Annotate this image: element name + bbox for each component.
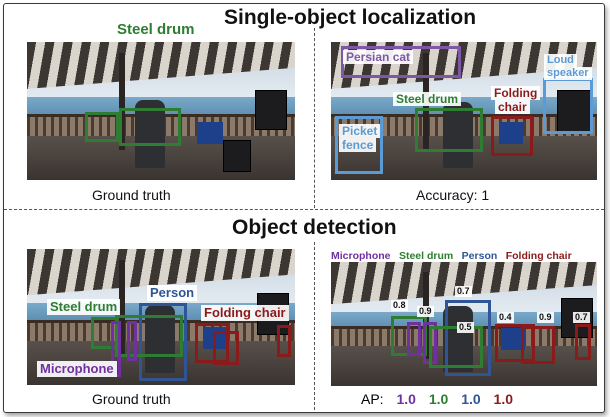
caption-ground-truth-top: Ground truth xyxy=(92,187,171,203)
bbox-pred-folding-chair-c xyxy=(575,324,591,360)
bbox-pred-persian-cat xyxy=(341,46,461,78)
bbox-gt-microphone-b xyxy=(127,321,137,361)
bbox-gt-folding-chair-a xyxy=(195,323,229,363)
label-gt-person: Person xyxy=(147,285,198,301)
caption-ground-truth-bottom: Ground truth xyxy=(92,391,171,407)
bbox-pred-steel-drum-b xyxy=(429,326,483,368)
label-loud-speaker-line2: speaker xyxy=(544,67,592,81)
divider-vertical-bottom xyxy=(314,242,315,410)
label-folding-chair-line2: chair xyxy=(495,100,530,115)
label-loud-speaker-line1: Loud xyxy=(544,54,577,68)
label-gt-folding-chair: Folding chair xyxy=(201,305,289,321)
legend-steel-drum: Steel drum xyxy=(398,250,454,262)
bbox-gt-steel-drum-b xyxy=(115,315,183,357)
bbox-gt-steel-drum-b xyxy=(119,108,181,146)
legend-person: Person xyxy=(461,250,498,262)
bbox-pred-folding-chair-a xyxy=(495,324,535,362)
ap-microphone: 1.0 xyxy=(396,391,416,407)
label-gt-steel-drum: Steel drum xyxy=(47,299,121,315)
legend-folding-chair: Folding chair xyxy=(505,250,572,262)
divider-vertical-top xyxy=(314,28,315,208)
caption-accuracy: Accuracy: 1 xyxy=(416,187,490,203)
bbox-gt-person xyxy=(139,303,187,381)
title-object-detection: Object detection xyxy=(232,216,397,239)
gt-steel-drum-heading: Steel drum xyxy=(117,21,195,38)
ap-person: 1.0 xyxy=(461,391,481,407)
photo-detection-ground-truth: Person Steel drum Folding chair Micropho… xyxy=(27,249,295,385)
score-folding-chair-c: 0.7 xyxy=(573,312,590,323)
bbox-gt-folding-chair-b xyxy=(213,331,239,365)
bbox-gt-folding-chair-c xyxy=(277,325,291,357)
bbox-pred-steel-drum xyxy=(415,108,483,152)
label-steel-drum-pred: Steel drum xyxy=(393,92,462,107)
bbox-pred-loud-speaker xyxy=(543,78,593,134)
label-gt-microphone: Microphone xyxy=(37,361,117,377)
bbox-gt-steel-drum-a xyxy=(85,112,119,142)
bbox-pred-person xyxy=(445,300,491,376)
ap-steel-drum: 1.0 xyxy=(428,391,449,407)
bbox-pred-folding-chair xyxy=(491,116,533,156)
bbox-pred-microphone-a xyxy=(407,322,421,356)
bbox-pred-picket-fence xyxy=(335,116,383,174)
divider-horizontal xyxy=(4,209,604,210)
ap-folding-chair: 1.0 xyxy=(493,391,514,407)
ap-row: AP: 1.0 1.0 1.0 1.0 xyxy=(361,391,513,407)
title-single-object-localization: Single-object localization xyxy=(224,6,477,29)
bbox-pred-folding-chair-b xyxy=(521,326,555,364)
detection-legend: Microphone Steel drum Person Folding cha… xyxy=(331,246,572,264)
score-person: 0.7 xyxy=(455,286,472,297)
score-folding-chair-a: 0.4 xyxy=(497,312,514,323)
label-picket-fence-line2: fence xyxy=(339,138,377,153)
label-folding-chair-line1: Folding xyxy=(491,86,541,101)
score-steel-drum-a: 0.8 xyxy=(391,300,408,311)
photo-detection-prediction: 0.8 0.9 0.7 0.5 0.4 0.9 0.7 xyxy=(331,262,597,386)
label-persian-cat: Persian cat xyxy=(343,50,414,65)
label-picket-fence-line1: Picket xyxy=(339,124,381,139)
photo-localization-ground-truth xyxy=(27,42,295,180)
score-microphone: 0.9 xyxy=(417,306,434,317)
figure-frame: Single-object localization Steel drum Gr… xyxy=(3,3,605,413)
score-folding-chair-b: 0.9 xyxy=(537,312,554,323)
photo-localization-prediction: Persian cat Loud speaker Steel drum Fold… xyxy=(331,42,597,180)
legend-microphone: Microphone xyxy=(331,250,391,262)
ap-label: AP: xyxy=(361,391,384,407)
score-steel-drum-b: 0.5 xyxy=(457,322,474,333)
